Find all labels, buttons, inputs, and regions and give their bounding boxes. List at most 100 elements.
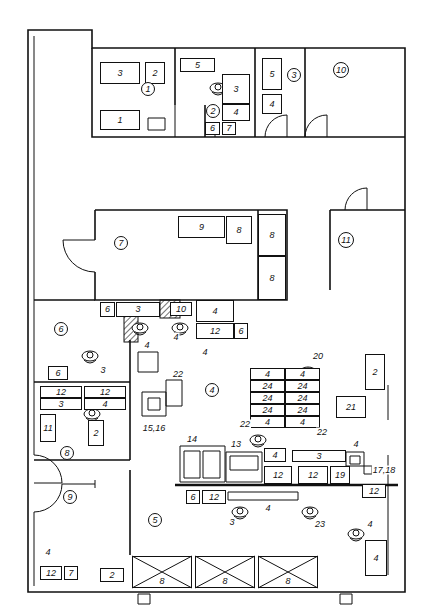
item-number: 4 xyxy=(300,370,305,379)
callout-number: 22 xyxy=(239,420,251,429)
item-number: 4 xyxy=(300,418,305,427)
furniture-item: 6 xyxy=(186,490,200,504)
room-number: 10 xyxy=(333,62,349,78)
item-number: 8 xyxy=(220,577,229,586)
callout-number: 22 xyxy=(172,370,184,379)
item-number: 24 xyxy=(262,382,272,391)
callout-number: 3 xyxy=(228,518,235,527)
callout-number: 17,18 xyxy=(372,466,397,475)
room-number: 6 xyxy=(58,325,63,334)
room-number: 3 xyxy=(287,68,301,82)
callout-number: 14 xyxy=(186,435,198,444)
callout-number: 4 xyxy=(44,548,51,557)
callout-number: 4 xyxy=(143,341,150,350)
room-number: 6 xyxy=(54,322,68,336)
furniture-item: 12 xyxy=(40,386,82,398)
room-number: 10 xyxy=(336,66,346,75)
furniture-item: 8 xyxy=(195,556,255,588)
furniture-item: 4 xyxy=(250,368,285,380)
room-number: 7 xyxy=(118,239,123,248)
furniture-item: 2 xyxy=(88,420,104,446)
furniture-item: 6 xyxy=(100,302,115,317)
item-number: 24 xyxy=(297,382,307,391)
item-number: 3 xyxy=(316,452,321,461)
furniture-item: 8 xyxy=(258,214,286,256)
item-number: 24 xyxy=(262,406,272,415)
furniture-item: 24 xyxy=(285,380,320,392)
furniture-item: 4 xyxy=(365,540,387,576)
furniture-item: 8 xyxy=(132,556,192,588)
item-number: 5 xyxy=(269,70,274,79)
item-number: 8 xyxy=(283,577,292,586)
furniture-item: 2 xyxy=(145,62,165,84)
item-number: 2 xyxy=(93,429,98,438)
item-number: 3 xyxy=(58,400,63,409)
furniture-item: 7 xyxy=(222,122,236,135)
furniture-item: 21 xyxy=(336,396,366,418)
room-number: 8 xyxy=(64,449,69,458)
furniture-item: 12 xyxy=(40,566,62,580)
furniture-item: 12 xyxy=(362,484,386,498)
room-number: 1 xyxy=(145,85,150,94)
furniture-item: 24 xyxy=(250,404,285,416)
furniture-item: 24 xyxy=(250,392,285,404)
furniture-item: 7 xyxy=(64,566,78,580)
room-number: 3 xyxy=(291,71,296,80)
callout-number: 15,16 xyxy=(142,424,167,433)
room-number: 7 xyxy=(114,236,128,250)
item-number: 4 xyxy=(265,370,270,379)
item-number: 12 xyxy=(273,471,283,480)
furniture-item: 2 xyxy=(100,568,124,582)
item-number: 3 xyxy=(117,69,122,78)
item-number: 4 xyxy=(272,451,277,460)
item-number: 24 xyxy=(297,406,307,415)
room-number: 11 xyxy=(338,232,354,248)
callout-number: 20 xyxy=(312,352,324,361)
item-number: 12 xyxy=(209,493,219,502)
item-number: 12 xyxy=(46,569,56,578)
item-number: 6 xyxy=(190,493,195,502)
item-number: 2 xyxy=(109,571,114,580)
furniture-item: 4 xyxy=(285,416,320,428)
item-number: 9 xyxy=(199,223,204,232)
item-number: 4 xyxy=(212,307,217,316)
item-number: 24 xyxy=(262,394,272,403)
item-number: 12 xyxy=(210,327,220,336)
item-number: 5 xyxy=(195,61,200,70)
callout-number: 4 xyxy=(366,520,373,529)
item-number: 4 xyxy=(269,100,274,109)
furniture-item: 3 xyxy=(116,302,160,317)
furniture-item: 12 xyxy=(264,466,292,484)
furniture-item: 12 xyxy=(196,323,234,339)
furniture-item: 4 xyxy=(264,448,286,462)
item-number: 12 xyxy=(100,388,110,397)
item-number: 8 xyxy=(269,274,274,283)
item-number: 12 xyxy=(369,487,379,496)
callout-number: 4 xyxy=(201,348,208,357)
callout-number: 3 xyxy=(99,366,106,375)
room-number: 1 xyxy=(141,82,155,96)
item-number: 8 xyxy=(269,231,274,240)
item-number: 3 xyxy=(135,305,140,314)
room-number: 9 xyxy=(67,493,72,502)
furniture-item: 8 xyxy=(258,556,318,588)
item-number: 11 xyxy=(43,424,52,433)
item-number: 4 xyxy=(102,400,107,409)
furniture-item: 3 xyxy=(100,62,140,84)
furniture-item: 24 xyxy=(285,392,320,404)
room-number: 8 xyxy=(60,446,74,460)
furniture-item: 11 xyxy=(40,414,56,442)
item-number: 6 xyxy=(105,305,110,314)
furniture-item: 19 xyxy=(330,466,350,484)
item-number: 6 xyxy=(55,369,60,378)
callout-number: 23 xyxy=(314,520,326,529)
item-number: 8 xyxy=(157,577,166,586)
room-number: 11 xyxy=(341,236,350,245)
room-number: 5 xyxy=(152,516,157,525)
item-number: 24 xyxy=(297,394,307,403)
furniture-item: 4 xyxy=(285,368,320,380)
furniture-item: 3 xyxy=(292,450,346,462)
item-number: 1 xyxy=(117,116,122,125)
furniture-item: 1 xyxy=(100,110,140,130)
